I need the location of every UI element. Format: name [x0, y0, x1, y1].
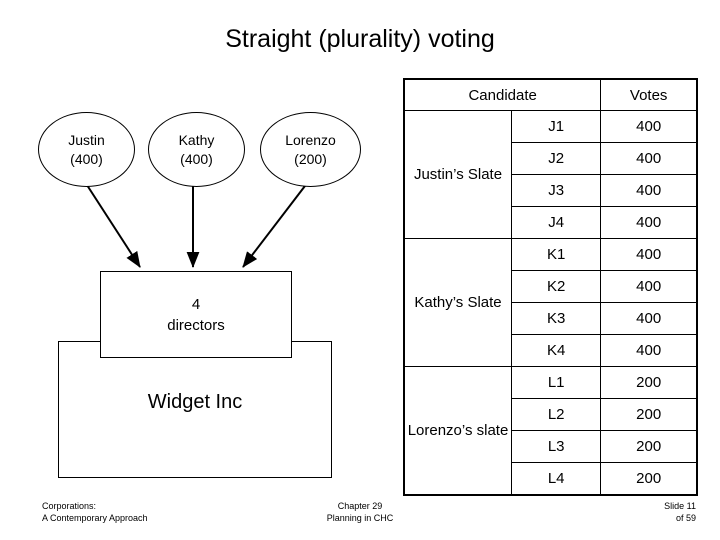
footer-chapter-line1: Chapter 29 [337, 501, 383, 511]
shareholder-shares: (200) [294, 150, 327, 167]
shareholder-node-kathy: Kathy (400) [148, 112, 245, 187]
footer-book-line2: A Contemporary Approach [42, 513, 148, 523]
votes-cell: 200 [600, 366, 698, 399]
candidate-cell: K4 [511, 334, 602, 367]
candidate-cell: J1 [511, 110, 602, 143]
column-header-votes: Votes [600, 78, 698, 111]
table-header: Candidate Votes [403, 78, 698, 111]
votes-cell: 400 [600, 334, 698, 367]
arrow-justin-to-directors [84, 181, 141, 268]
shareholder-shares: (400) [70, 150, 103, 167]
footer-slide-number: Slide 11 of 59 [664, 500, 696, 524]
slate-name-cell: Justin’s Slate [403, 110, 513, 239]
directors-box: 4 directors [100, 271, 292, 358]
directors-count: 4 [191, 295, 201, 313]
votes-cell: 200 [600, 398, 698, 431]
footer-chapter: Chapter 29 Planning in CHC [0, 500, 720, 524]
votes-cell: 400 [600, 238, 698, 271]
candidate-cell: K2 [511, 270, 602, 303]
votes-cell: 200 [600, 462, 698, 496]
footer-chapter-line2: Planning in CHC [326, 513, 394, 523]
slide-footer: Corporations: A Contemporary Approach Ch… [0, 494, 720, 540]
votes-cell: 400 [600, 110, 698, 143]
votes-cell: 400 [600, 174, 698, 207]
candidate-cell: L1 [511, 366, 602, 399]
shareholder-name: Justin [68, 131, 105, 148]
votes-cell: 400 [600, 206, 698, 239]
footer-slide-line2: of 59 [675, 513, 696, 523]
candidate-cell: J4 [511, 206, 602, 239]
footer-book-line1: Corporations: [42, 501, 97, 511]
company-box: Widget Inc [58, 341, 332, 478]
table-header-row: Candidate Votes [403, 78, 698, 111]
footer-book-title: Corporations: A Contemporary Approach [42, 500, 148, 524]
candidate-cell: J2 [511, 142, 602, 175]
candidate-cell: L3 [511, 430, 602, 463]
arrow-lorenzo-to-directors [242, 181, 309, 268]
candidate-cell: K3 [511, 302, 602, 335]
ownership-diagram: Justin (400) Kathy (400) Lorenzo (200) W… [38, 112, 361, 478]
page-title: Straight (plurality) voting [225, 25, 495, 53]
candidate-cell: L4 [511, 462, 602, 496]
shareholder-node-justin: Justin (400) [38, 112, 135, 187]
slate-name-cell: Kathy’s Slate [403, 238, 513, 367]
votes-cell: 400 [600, 270, 698, 303]
shareholder-name: Kathy [178, 131, 215, 148]
diagram-arrows [84, 181, 309, 268]
candidate-cell: L2 [511, 398, 602, 431]
votes-cell: 400 [600, 142, 698, 175]
votes-cell: 200 [600, 430, 698, 463]
column-header-candidate: Candidate [403, 78, 602, 111]
shareholder-shares: (400) [180, 150, 213, 167]
shareholder-name: Lorenzo [285, 131, 336, 148]
shareholder-node-lorenzo: Lorenzo (200) [260, 112, 361, 187]
candidate-cell: J3 [511, 174, 602, 207]
votes-cell: 400 [600, 302, 698, 335]
slate-name-cell: Lorenzo’s slate [403, 366, 513, 496]
footer-slide-line1: Slide 11 [664, 501, 696, 511]
candidate-cell: K1 [511, 238, 602, 271]
company-label: Widget Inc [147, 391, 243, 413]
directors-label: directors [167, 316, 225, 334]
